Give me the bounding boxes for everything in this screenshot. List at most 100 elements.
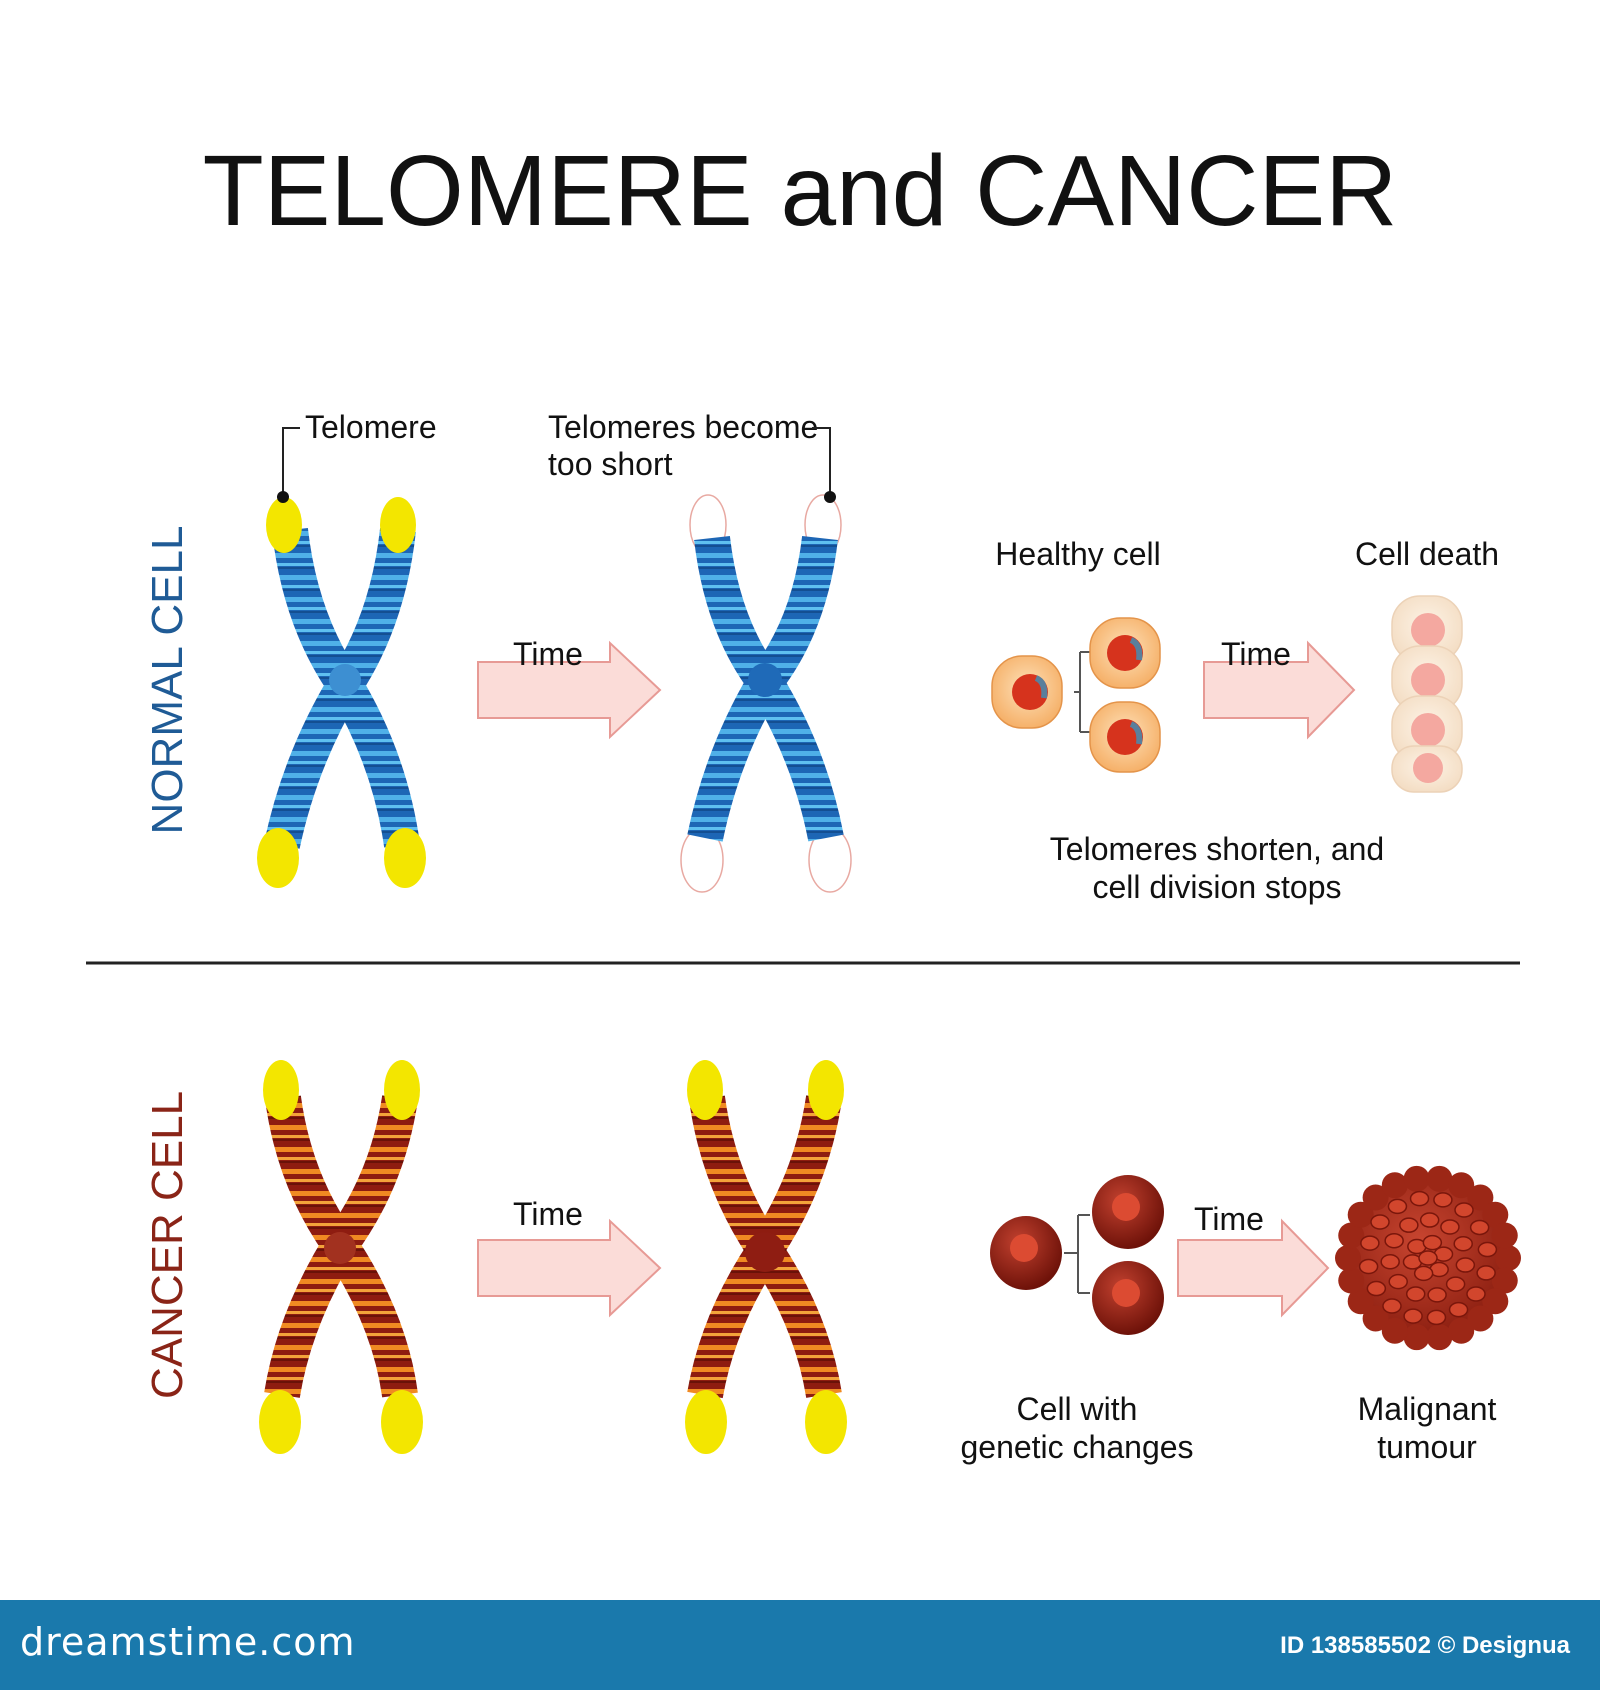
tumour-lobe [1338, 1222, 1365, 1249]
tumour-lobe [1347, 1288, 1374, 1315]
telomere-cap [687, 1060, 723, 1120]
tumour-cell [1426, 1309, 1447, 1326]
tumour-lobe [1362, 1305, 1389, 1332]
tumour-cell [1358, 1258, 1379, 1275]
tumour-lobe [1347, 1201, 1374, 1228]
cancer-cell-label-line2: genetic changes [960, 1429, 1193, 1465]
tumour-cell [1413, 1265, 1434, 1282]
tumour-cell [1440, 1219, 1460, 1235]
telomeres-short-label-line2: too short [548, 446, 673, 482]
tumour-cell [1382, 1298, 1402, 1314]
telomere-cap [259, 1390, 301, 1454]
telomere-cap [380, 497, 416, 553]
time-arrow [1203, 640, 1356, 740]
tumour-cell [1448, 1301, 1469, 1318]
tumour-lobe [1426, 1165, 1453, 1192]
telomere-cap [381, 1390, 423, 1454]
tumour-cell [1427, 1287, 1447, 1303]
tumour-cell [1409, 1190, 1430, 1207]
watermark-site: dreamstime.com [20, 1620, 356, 1664]
page-title: TELOMERE and CANCER [203, 135, 1398, 247]
tumour-lobe [1448, 1172, 1475, 1199]
tumour-lobe [1335, 1245, 1361, 1271]
malignant-tumour [1335, 1165, 1521, 1351]
tumour-lobe [1426, 1324, 1453, 1351]
telomere-cap [685, 1390, 727, 1454]
tumour-cell [1405, 1286, 1426, 1302]
telomere-cap [257, 828, 299, 888]
tumour-cell [1384, 1232, 1404, 1249]
time-arrow [477, 640, 662, 740]
tumour-lobe [1495, 1245, 1521, 1271]
telomere-cap [266, 497, 302, 553]
tumour-cell [1366, 1280, 1387, 1297]
dead-cell-stack [1391, 595, 1463, 793]
cancer-cell [1092, 1261, 1164, 1335]
centromere [745, 1232, 785, 1272]
tumour-cell [1403, 1308, 1423, 1324]
tumour-lobe [1338, 1267, 1365, 1294]
tumour-cell [1433, 1192, 1453, 1208]
cancer-cell [1092, 1175, 1164, 1249]
cancer-cell-label-line1: Cell with [1017, 1391, 1138, 1427]
time-label: Time [1194, 1201, 1264, 1237]
telomere-label: Telomere [305, 409, 437, 445]
time-arrow [1177, 1218, 1330, 1318]
tumour-cell [1453, 1235, 1473, 1252]
short-pointer-line [812, 427, 831, 497]
normal-chromosome-shortened [680, 494, 852, 893]
tumour-cell [1469, 1219, 1490, 1236]
tumour-cell [1360, 1235, 1380, 1251]
tumour-lobe [1381, 1317, 1408, 1344]
centromere [748, 663, 782, 697]
tumour-cell [1380, 1254, 1400, 1270]
tumour-lobe [1467, 1184, 1494, 1211]
tumour-label-line2: tumour [1377, 1429, 1477, 1465]
telomeres-short-label-line1: Telomeres become [548, 409, 818, 445]
tumour-cell [1422, 1234, 1443, 1251]
healthy-cell [1089, 617, 1161, 689]
time-label: Time [513, 636, 583, 672]
telomere-cap [808, 1060, 844, 1120]
tumour-lobe [1448, 1317, 1475, 1344]
centromere [324, 1232, 356, 1264]
watermark-credit: ID 138585502 © Designua [1280, 1632, 1570, 1659]
tumour-lobe [1403, 1165, 1430, 1192]
tumour-cell [1445, 1276, 1466, 1292]
row-label-cancer-cell: CANCER CELL [143, 1091, 192, 1399]
tumour-cell [1399, 1217, 1419, 1233]
tumour-cell [1419, 1212, 1440, 1228]
cancer-chromosome-initial [259, 1060, 423, 1454]
tumour-cell [1477, 1241, 1498, 1258]
cell-death-label: Cell death [1355, 536, 1499, 572]
telomere-pointer-dot [277, 491, 289, 503]
healthy-cell [991, 655, 1063, 729]
tumour-cell [1370, 1214, 1390, 1230]
row-label-normal-cell: NORMAL CELL [143, 526, 192, 835]
centromere [329, 664, 361, 696]
tumour-lobe [1381, 1172, 1408, 1199]
time-label: Time [513, 1196, 583, 1232]
tumour-cell [1387, 1198, 1408, 1215]
tumour-cell [1476, 1265, 1496, 1281]
telomere-cap [805, 1390, 847, 1454]
tumour-cell [1455, 1257, 1476, 1273]
healthy-cell-label: Healthy cell [995, 536, 1160, 572]
division-bracket [1064, 1214, 1090, 1294]
cancer-cell [990, 1216, 1062, 1290]
time-arrow [477, 1218, 662, 1318]
time-label: Time [1221, 636, 1291, 672]
tumour-cell [1388, 1273, 1408, 1290]
tumour-lobe [1491, 1267, 1518, 1294]
tumour-lobe [1482, 1288, 1509, 1315]
normal-chromosome-initial [257, 497, 426, 888]
division-bracket [1074, 651, 1090, 733]
normal-caption-line2: cell division stops [1093, 869, 1342, 905]
tumour-lobe [1403, 1324, 1430, 1351]
cancer-chromosome-maintained [685, 1060, 847, 1454]
tumour-label-line1: Malignant [1358, 1391, 1497, 1427]
short-pointer-dot [824, 491, 836, 503]
watermark-footer: dreamstime.com ID 138585502 © Designua [0, 1600, 1600, 1690]
telomere-cap [384, 828, 426, 888]
